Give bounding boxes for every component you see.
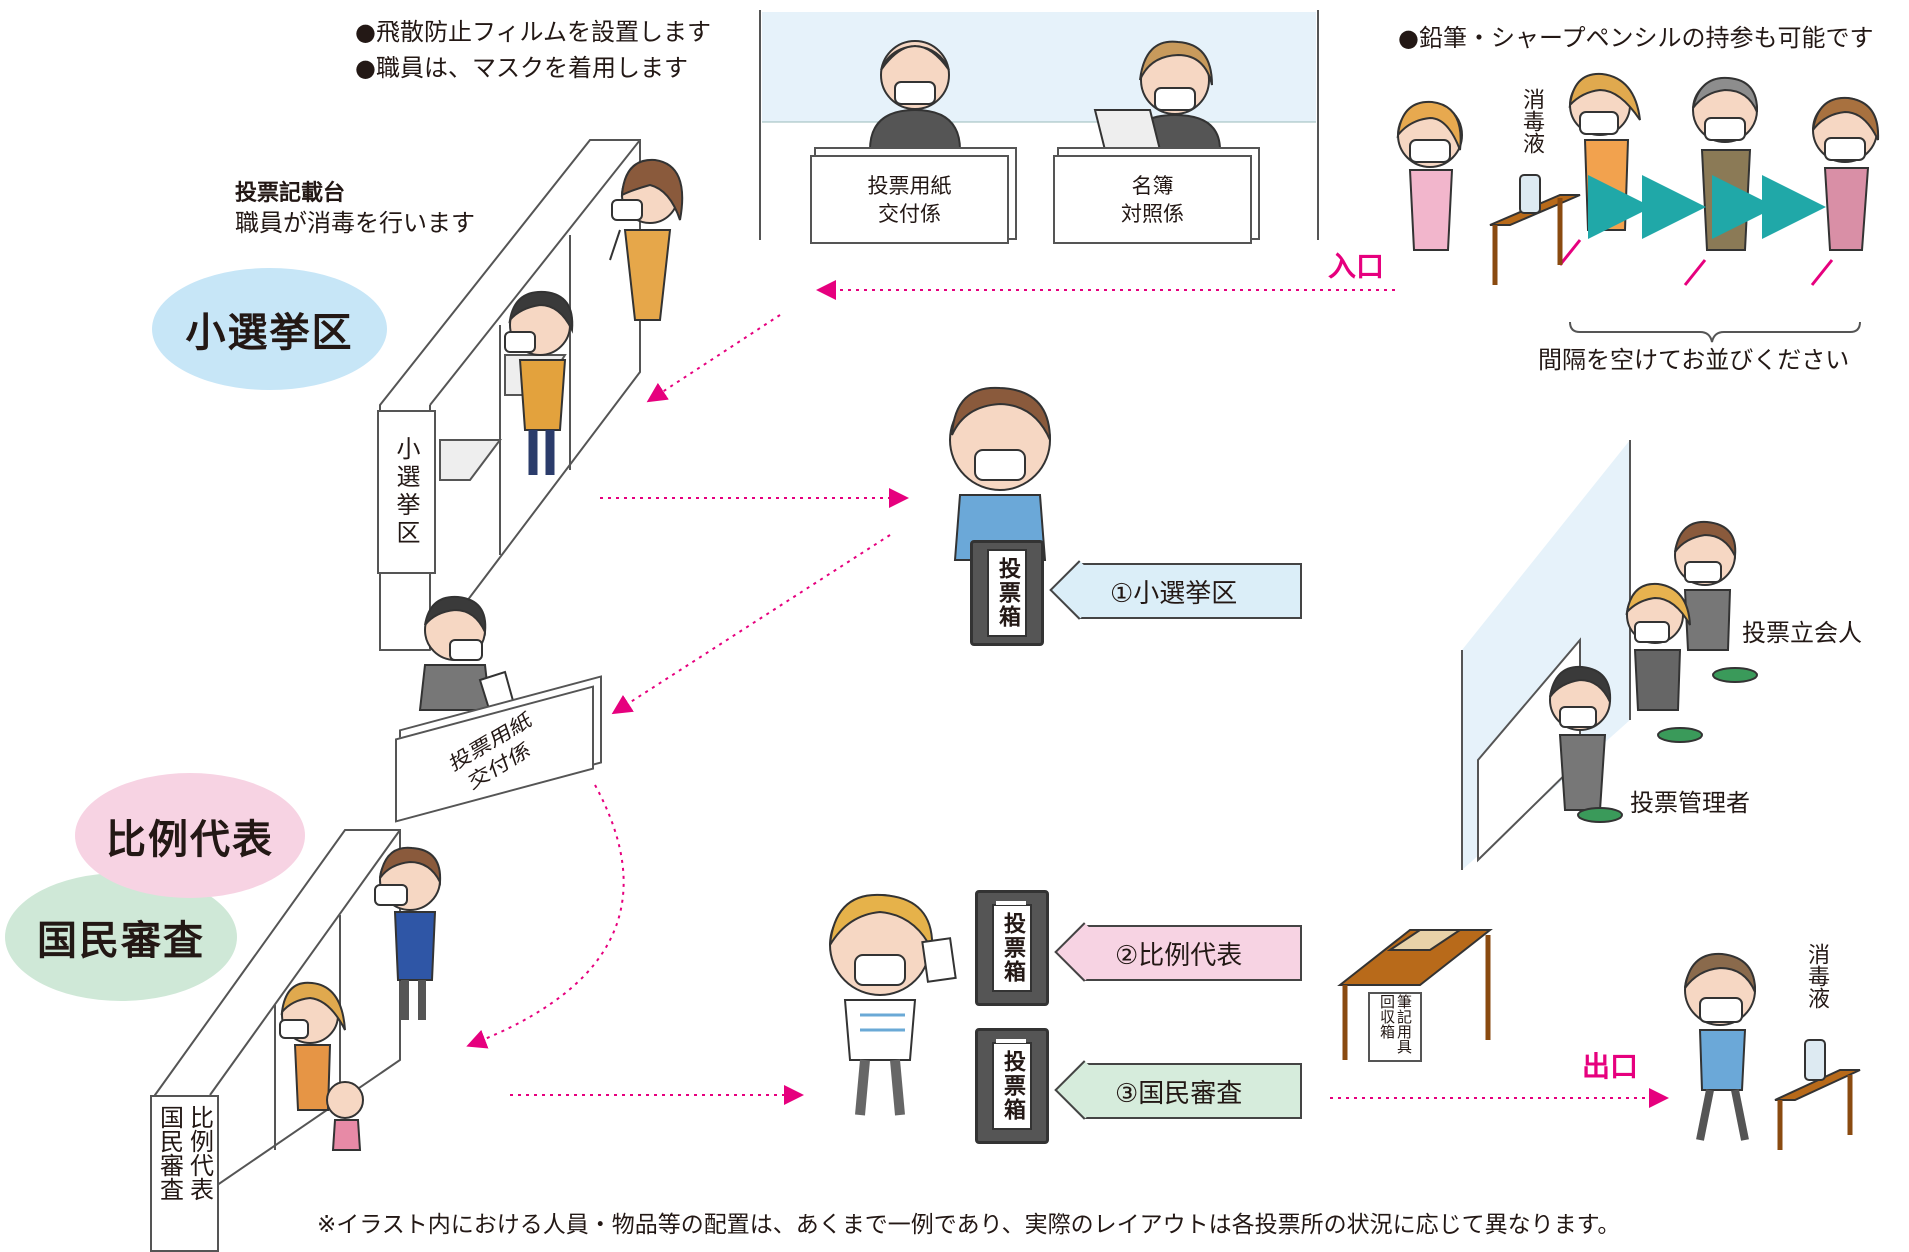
tag-review-text: ③国民審査	[1115, 1078, 1243, 1109]
booth-label-single: 小選挙区	[377, 410, 436, 574]
sanitizer-table-entrance	[1489, 174, 1581, 285]
note-mask: ●職員は、マスクを着用します	[355, 54, 688, 82]
tag-proportional: ②比例代表	[1085, 925, 1302, 981]
note-film: ●飛散防止フィルムを設置します	[355, 18, 711, 46]
ballot-box-proportional-label: 投票箱	[992, 904, 1032, 992]
note-pencil: ●鉛筆・シャープペンシルの持参も可能です	[1398, 24, 1874, 52]
ballot-box-review: 投票箱	[975, 1028, 1049, 1144]
staff-partition	[1461, 440, 1631, 870]
sanitizer-label-entrance: 消毒液	[1519, 88, 1544, 154]
oval-single-district: 小選挙区	[152, 268, 387, 390]
reception-staff-man	[868, 40, 962, 151]
oval-proportional: 比例代表	[75, 773, 305, 898]
sanitizer-table-exit	[1774, 1039, 1861, 1150]
entrance-label: 入口	[1328, 250, 1385, 283]
tag-single-district: ①小選挙区	[1080, 563, 1302, 619]
counter-paper-1-line1: 投票用紙	[867, 173, 952, 198]
booth-label-proportional: 比例代表	[185, 1105, 214, 1201]
reception-partition	[759, 10, 1319, 240]
booth-label-proportional-review: 比例代表 国民審査	[150, 1095, 219, 1252]
ballot-box-single: 投票箱	[970, 540, 1044, 646]
voter-holding-ballot	[829, 893, 957, 1116]
queue-brace	[1569, 321, 1861, 343]
ballot-box-review-label: 投票箱	[992, 1042, 1032, 1130]
counter-register-line2: 対照係	[1121, 201, 1184, 226]
collection-box: 筆記用具回収箱	[1368, 992, 1422, 1062]
sanitizer-label-exit: 消毒液	[1804, 943, 1829, 1009]
note-queue: 間隔を空けてお並びください	[1538, 346, 1850, 374]
ballot-box-single-label: 投票箱	[987, 549, 1027, 637]
counter-paper-1-line2: 交付係	[878, 201, 941, 226]
counter-paper-1: 投票用紙交付係	[810, 155, 1009, 244]
collection-box-label: 筆記用具回収箱	[1378, 994, 1413, 1054]
label-witness: 投票立会人	[1742, 619, 1862, 647]
voter-woman-booth	[609, 158, 684, 321]
voter-center	[949, 386, 1051, 561]
flow-arrows	[466, 280, 1669, 1108]
counter-register-line1: 名簿	[1131, 173, 1174, 198]
collection-table	[1337, 929, 1493, 1060]
tag-proportional-text: ②比例代表	[1115, 940, 1243, 971]
writing-desk-subtitle: 職員が消毒を行います	[235, 209, 475, 237]
tag-single-district-text: ①小選挙区	[1110, 578, 1238, 609]
exit-person	[1684, 952, 1757, 1141]
voter-mother-child	[279, 981, 364, 1151]
tag-review: ③国民審査	[1085, 1063, 1302, 1119]
voter-woman-booth-2	[374, 846, 442, 1020]
counter-register: 名簿対照係	[1053, 155, 1252, 244]
queue-people	[1396, 72, 1880, 286]
voter-man-booth	[504, 290, 574, 475]
disclaimer: ※イラスト内における人員・物品等の配置は、あくまで一例であり、実際のレイアウトは…	[317, 1212, 1621, 1238]
reception-staff-woman	[1093, 40, 1222, 151]
writing-desk-title: 投票記載台	[235, 181, 346, 206]
exit-label: 出口	[1582, 1050, 1639, 1083]
paper-staff	[418, 595, 517, 714]
ballot-box-proportional: 投票箱	[975, 890, 1049, 1006]
staff-seated	[1549, 520, 1758, 823]
label-manager: 投票管理者	[1630, 789, 1750, 817]
booth-label-review: 国民審査	[155, 1105, 184, 1201]
